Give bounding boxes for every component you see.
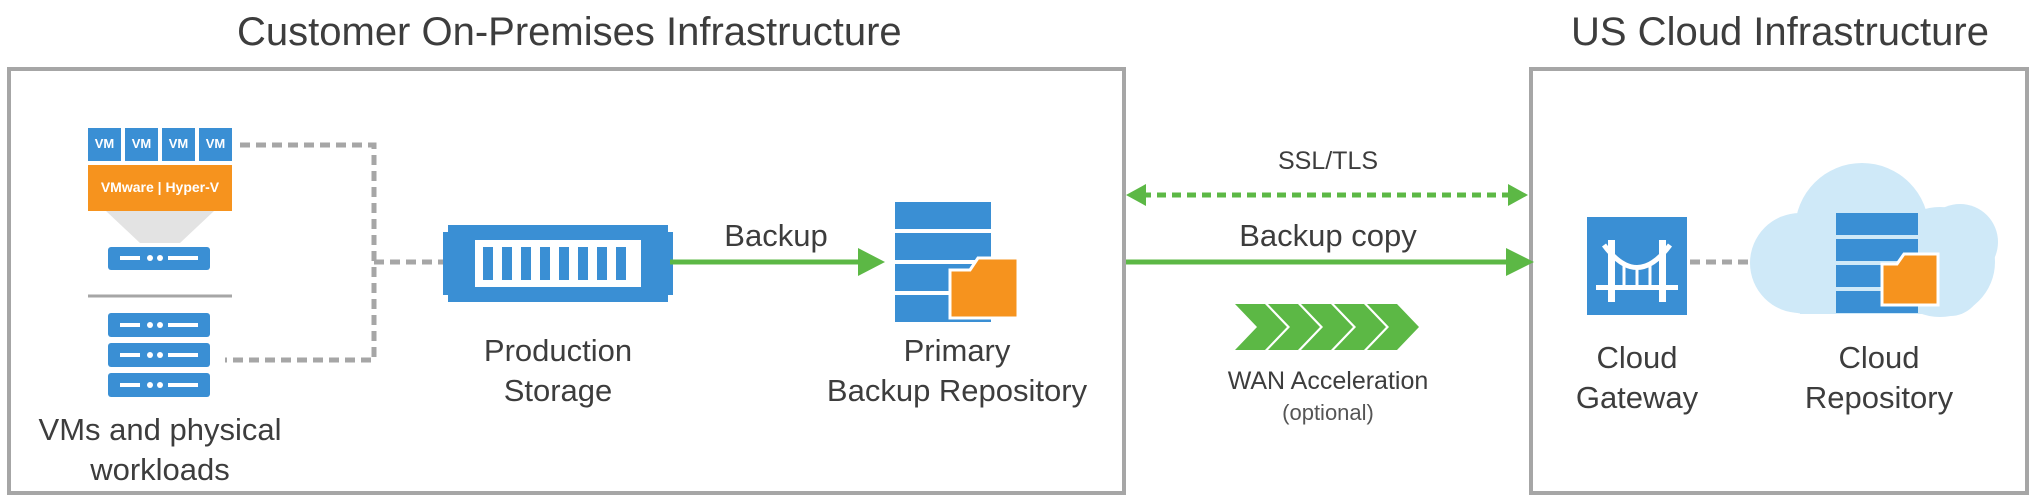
cloud-gateway-label-line2: Gateway	[1575, 380, 1699, 415]
workloads-dotted-connector	[225, 142, 448, 363]
wan-optional-label: (optional)	[1282, 400, 1374, 425]
ssl-arrowhead-left	[1126, 184, 1146, 206]
cloud-repository-label-line2: Repository	[1804, 380, 1954, 415]
vm-group	[88, 128, 232, 270]
cloud-gateway-icon	[1587, 217, 1687, 315]
cloud-repository-label-line1: Cloud	[1838, 340, 1920, 375]
cloud-gateway-label: Cloud Gateway	[1537, 338, 1737, 418]
production-storage-icon	[443, 225, 673, 302]
primary-repository-label: Primary Backup Repository	[807, 331, 1107, 411]
wan-chevrons-icon	[1235, 304, 1419, 350]
cloud-infrastructure-title: US Cloud Infrastructure	[1571, 10, 1989, 54]
vm-block-4	[199, 128, 232, 161]
backup-copy-arrowhead	[1506, 248, 1534, 276]
production-storage-label-line1: Production	[483, 333, 633, 368]
physical-servers-icon	[108, 313, 210, 397]
on-premises-title: Customer On-Premises Infrastructure	[237, 10, 902, 54]
hypervisor-funnel	[106, 211, 214, 243]
workloads-label: VMs and physical workloads	[10, 410, 310, 490]
workloads-label-line2: workloads	[90, 452, 230, 487]
primary-repository-icon	[895, 202, 1020, 322]
cloud-box	[1529, 67, 2029, 495]
vm-label-2: VM	[131, 136, 152, 151]
backup-label: Backup	[724, 218, 828, 253]
wan-acceleration-label: WAN Acceleration	[1227, 367, 1429, 395]
vm-label-4: VM	[205, 136, 226, 151]
primary-repository-label-line1: Primary	[903, 333, 1011, 368]
vm-block-1	[88, 128, 121, 161]
vm-label-1: VM	[94, 136, 115, 151]
hypervisor-label: VMware | Hyper-V	[100, 179, 220, 195]
on-premises-box	[7, 67, 1126, 495]
cloud-gateway-label-line1: Cloud	[1596, 340, 1678, 375]
hypervisor-bar	[88, 165, 232, 211]
ssl-tls-label: SSL/TLS	[1277, 147, 1379, 175]
workloads-label-line1: VMs and physical	[38, 412, 282, 447]
vm-label-3: VM	[168, 136, 189, 151]
production-storage-label: Production Storage	[408, 331, 708, 411]
cloud-repository-label: Cloud Repository	[1779, 338, 1979, 418]
primary-repository-label-line2: Backup Repository	[826, 373, 1088, 408]
production-storage-label-line2: Storage	[503, 373, 613, 408]
backup-copy-label: Backup copy	[1239, 218, 1417, 253]
vm-block-3	[162, 128, 195, 161]
cloud-repository-icon	[1836, 213, 1940, 313]
vm-block-2	[125, 128, 158, 161]
backup-arrowhead	[858, 248, 885, 276]
ssl-arrowhead-right	[1508, 184, 1528, 206]
